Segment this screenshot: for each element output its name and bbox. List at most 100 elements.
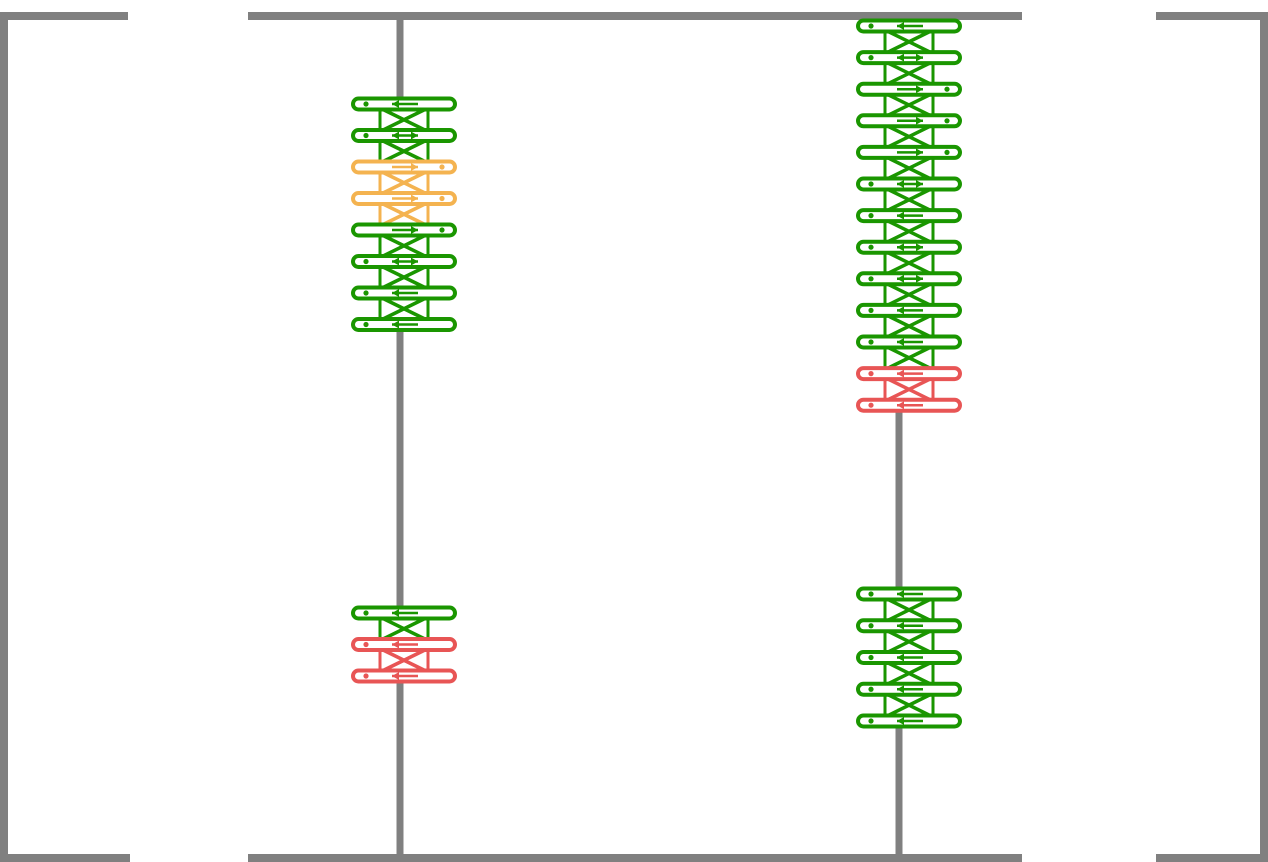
link-dot xyxy=(868,654,874,661)
link-connector xyxy=(883,28,935,56)
wall-top-segment-middle xyxy=(248,12,1022,20)
chains xyxy=(351,18,962,729)
chain-link-error xyxy=(351,637,457,652)
link-connector xyxy=(378,615,430,643)
wall-top-segment-right xyxy=(1156,12,1268,20)
link-dot xyxy=(868,276,874,282)
link-connector xyxy=(883,154,935,182)
arrow-left-icon xyxy=(897,53,904,62)
chain-link-ok xyxy=(856,18,962,34)
arrow-left-icon xyxy=(897,590,904,598)
link-dot xyxy=(363,610,369,616)
link-dot xyxy=(868,181,874,187)
arrow-right-icon xyxy=(411,226,418,234)
arrow-left-icon xyxy=(392,609,399,617)
chain-link-ok xyxy=(856,713,962,729)
arrow-left-icon xyxy=(897,621,904,630)
arrow-left-icon xyxy=(392,320,399,329)
link-dot xyxy=(363,673,369,679)
arrow-left-icon xyxy=(897,653,904,662)
link-dot xyxy=(868,591,874,597)
link-dot xyxy=(868,371,874,377)
link-connector xyxy=(883,628,935,656)
chain-link-ok xyxy=(856,586,962,602)
link-dot xyxy=(439,164,445,170)
link-connector xyxy=(883,659,935,687)
chain-link-ok xyxy=(856,208,962,224)
link-dot xyxy=(868,55,874,61)
link-dot xyxy=(944,149,950,155)
link-connector xyxy=(883,691,935,719)
frame xyxy=(0,12,1268,862)
link-connector xyxy=(378,169,430,197)
link-dot xyxy=(868,623,874,629)
link-dot xyxy=(439,227,445,233)
chain-link-ok xyxy=(856,618,962,634)
link-dot xyxy=(944,86,950,92)
link-dot xyxy=(363,321,369,328)
arrow-right-icon xyxy=(411,257,418,266)
link-connector xyxy=(378,137,430,165)
chain-link-ok xyxy=(856,650,962,665)
chain-link-ok xyxy=(856,239,962,255)
wall-bottom-segment-middle xyxy=(248,854,1022,862)
link-connector xyxy=(378,295,430,323)
link-connector xyxy=(883,375,935,403)
link-connector xyxy=(883,344,935,372)
link-dot xyxy=(868,213,874,219)
link-dot xyxy=(363,258,369,265)
chain-link-ok xyxy=(856,271,962,287)
chain-link-ok xyxy=(351,317,457,332)
chain-group-left-lower xyxy=(351,605,457,684)
wall-bottom-segment-left xyxy=(0,854,130,862)
link-dot xyxy=(363,641,369,648)
arrow-right-icon xyxy=(916,274,923,283)
arrow-left-icon xyxy=(392,100,399,108)
chain-link-ok xyxy=(351,128,457,143)
chain-group-right-upper xyxy=(856,18,962,413)
link-connector xyxy=(378,106,430,134)
chain-link-ok xyxy=(351,96,457,112)
chain-link-ok xyxy=(351,605,457,621)
arrow-right-icon xyxy=(916,53,923,62)
link-dot xyxy=(868,244,874,250)
arrow-left-icon xyxy=(897,401,904,410)
link-dot xyxy=(868,686,874,692)
arrow-right-icon xyxy=(411,194,418,203)
chain-link-warning xyxy=(351,159,457,175)
arrow-left-icon xyxy=(392,672,399,680)
link-connector xyxy=(883,249,935,277)
arrow-left-icon xyxy=(392,257,399,266)
link-dot xyxy=(363,101,369,107)
arrow-left-icon xyxy=(897,274,904,283)
chain-link-ok xyxy=(856,334,962,350)
chain-link-ok xyxy=(856,302,962,318)
arrow-right-icon xyxy=(916,148,923,157)
arrow-left-icon xyxy=(897,306,904,315)
arrow-left-icon xyxy=(897,338,904,346)
arrow-right-icon xyxy=(916,85,923,94)
link-connector xyxy=(378,263,430,291)
wall-left xyxy=(0,12,8,862)
link-connector xyxy=(378,646,430,674)
wall-right xyxy=(1260,12,1268,862)
link-connector xyxy=(883,123,935,151)
chain-group-right-lower xyxy=(856,586,962,729)
link-connector xyxy=(883,59,935,87)
chain-link-error xyxy=(351,668,457,684)
chain-link-error xyxy=(856,397,962,413)
link-connector xyxy=(883,217,935,245)
chain-link-error xyxy=(856,366,962,382)
chain-link-warning xyxy=(351,191,457,206)
arrow-right-icon xyxy=(916,243,923,252)
chain-link-ok xyxy=(856,81,962,97)
arrow-left-icon xyxy=(897,243,904,252)
arrow-left-icon xyxy=(897,369,904,378)
wall-top-segment-left xyxy=(0,12,128,20)
link-dot xyxy=(944,118,950,124)
chain-link-ok xyxy=(856,144,962,160)
chain-link-ok xyxy=(351,254,457,269)
chain-link-ok xyxy=(856,50,962,66)
arrow-left-icon xyxy=(897,717,904,725)
